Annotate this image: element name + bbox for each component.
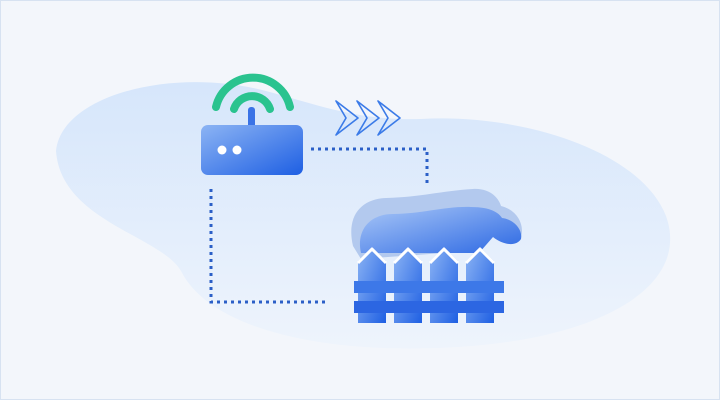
router-icon xyxy=(201,107,303,175)
fence-icon xyxy=(354,247,504,323)
connection-line-right xyxy=(311,147,429,187)
bush-icon xyxy=(351,188,522,259)
direction-chevrons-icon xyxy=(335,100,401,136)
connection-line-left xyxy=(209,189,327,304)
wifi-signal-icon xyxy=(212,73,294,113)
